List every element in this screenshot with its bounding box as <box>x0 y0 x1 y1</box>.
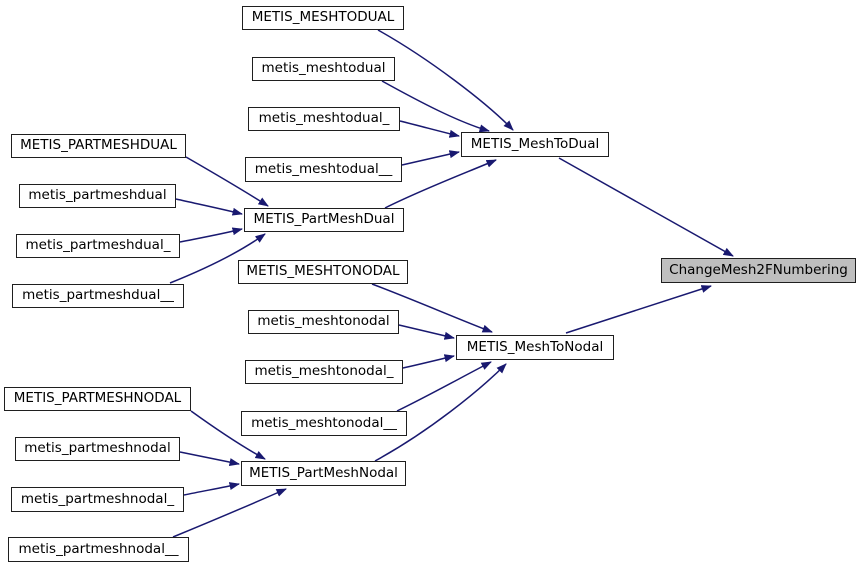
node-metis_partmeshdual__[interactable]: metis_partmeshdual__ <box>12 284 184 308</box>
node-metis_meshtodual_[interactable]: metis_meshtodual_ <box>248 107 400 131</box>
node-metis_partmeshnodal__[interactable]: metis_partmeshnodal__ <box>8 537 189 562</box>
edge-metis_partmeshnodal-to-METIS_PartMeshNodal <box>179 451 240 466</box>
node-metis_partmeshdual[interactable]: metis_partmeshdual <box>19 184 176 208</box>
node-metis_partmeshnodal_[interactable]: metis_partmeshnodal_ <box>11 487 184 512</box>
edge-metis_partmeshdual_-to-METIS_PartMeshDual <box>179 227 243 243</box>
node-metis_meshtodual__[interactable]: metis_meshtodual__ <box>245 157 402 182</box>
node-METIS_PartMeshDual[interactable]: METIS_PartMeshDual <box>244 208 404 232</box>
edge-metis_meshtodual__-to-METIS_MeshToDual <box>401 150 460 166</box>
edge-metis_meshtonodal_-to-METIS_MeshToNodal <box>402 354 455 369</box>
edge-metis_partmeshnodal__-to-METIS_PartMeshNodal <box>172 488 287 538</box>
node-METIS_PARTMESHNODAL[interactable]: METIS_PARTMESHNODAL <box>4 387 191 411</box>
node-METIS_MESHTODUAL[interactable]: METIS_MESHTODUAL <box>242 6 404 30</box>
node-metis_partmeshdual_[interactable]: metis_partmeshdual_ <box>16 234 180 258</box>
node-metis_meshtodual[interactable]: metis_meshtodual <box>252 57 395 81</box>
node-METIS_MESHTONODAL[interactable]: METIS_MESHTONODAL <box>238 260 408 284</box>
node-METIS_PartMeshNodal[interactable]: METIS_PartMeshNodal <box>241 461 406 486</box>
node-metis_partmeshnodal[interactable]: metis_partmeshnodal <box>15 437 180 461</box>
node-METIS_MeshToDual[interactable]: METIS_MeshToDual <box>461 132 609 157</box>
edge-metis_meshtonodal__-to-METIS_MeshToNodal <box>396 361 492 412</box>
node-metis_meshtonodal__[interactable]: metis_meshtonodal__ <box>241 411 407 436</box>
node-metis_meshtonodal_[interactable]: metis_meshtonodal_ <box>245 360 403 384</box>
node-METIS_PARTMESHDUAL[interactable]: METIS_PARTMESHDUAL <box>11 134 186 158</box>
edge-METIS_MeshToDual-to-ChangeMesh2FNumbering <box>558 157 734 257</box>
node-METIS_MeshToNodal[interactable]: METIS_MeshToNodal <box>456 335 614 360</box>
edge-metis_meshtodual_-to-METIS_MeshToDual <box>399 120 460 138</box>
edge-metis_partmeshnodal_-to-METIS_PartMeshNodal <box>183 482 240 496</box>
node-ChangeMesh2FNumbering: ChangeMesh2FNumbering <box>661 258 856 283</box>
edge-METIS_MeshToNodal-to-ChangeMesh2FNumbering <box>565 285 712 334</box>
edge-metis_meshtonodal-to-METIS_MeshToNodal <box>398 324 455 340</box>
edge-metis_partmeshdual-to-METIS_PartMeshDual <box>175 198 243 216</box>
node-metis_meshtonodal[interactable]: metis_meshtonodal <box>248 310 399 334</box>
